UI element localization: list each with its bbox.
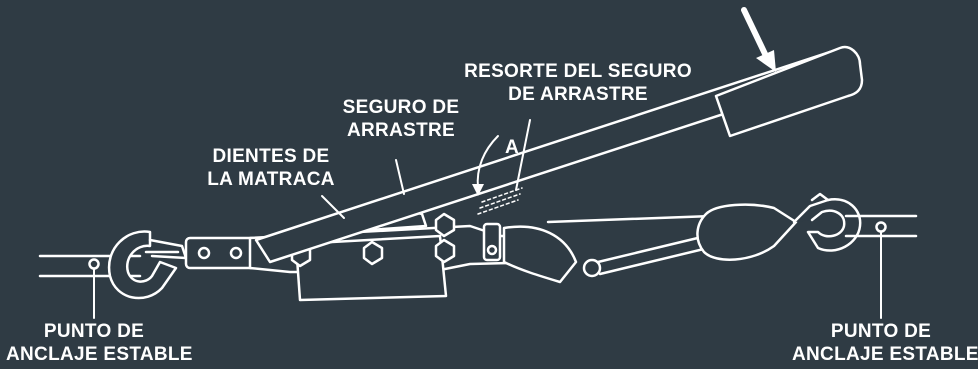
label-angle: A: [504, 137, 520, 158]
frame-bolt-2: [362, 240, 384, 266]
label-drag-lock: SEGURO DE ARRASTRE: [336, 96, 466, 142]
lever-handle: [254, 45, 864, 264]
cable-drum: [502, 214, 714, 284]
label-ratchet-teeth: DIENTES DE LA MATRACA: [206, 145, 336, 191]
label-drag-lock-line2: ARRASTRE: [347, 120, 455, 141]
label-anchor-right-line1: PUNTO DE: [830, 321, 932, 342]
label-anchor-left-line1: PUNTO DE: [43, 321, 145, 342]
label-anchor-right: PUNTO DE ANCLAJE ESTABLE: [792, 320, 978, 366]
left-hook: [107, 230, 188, 300]
label-anchor-right-line2: ANCLAJE ESTABLE: [792, 344, 978, 365]
label-ratchet-teeth-line2: LA MATRACA: [207, 169, 335, 190]
leader-spring: [515, 119, 531, 191]
angle-indicator: [472, 135, 499, 196]
left-anchor-point: [88, 258, 100, 270]
frame-bolt-3: [434, 238, 456, 264]
label-anchor-left-line2: ANCLAJE ESTABLE: [6, 344, 193, 365]
right-hook: [696, 192, 862, 261]
frame-bolt-4: [434, 212, 456, 238]
label-drag-lock-spring-line1: RESORTE DEL SEGURO: [464, 61, 692, 82]
drag-lock-pawl: [482, 222, 502, 262]
label-drag-lock-line1: SEGURO DE: [342, 97, 460, 118]
leader-drag-lock: [395, 159, 405, 195]
label-ratchet-teeth-line1: DIENTES DE: [212, 146, 330, 167]
down-left-arrow-icon: [741, 7, 776, 72]
leader-ratchet-teeth: [321, 195, 345, 219]
leader-lines: [93, 119, 882, 319]
label-drag-lock-spring: RESORTE DEL SEGURO DE ARRASTRE: [462, 60, 694, 106]
label-anchor-left: PUNTO DE ANCLAJE ESTABLE: [6, 320, 193, 366]
label-drag-lock-spring-line2: DE ARRASTRE: [508, 84, 648, 105]
right-anchor-point: [875, 221, 887, 233]
